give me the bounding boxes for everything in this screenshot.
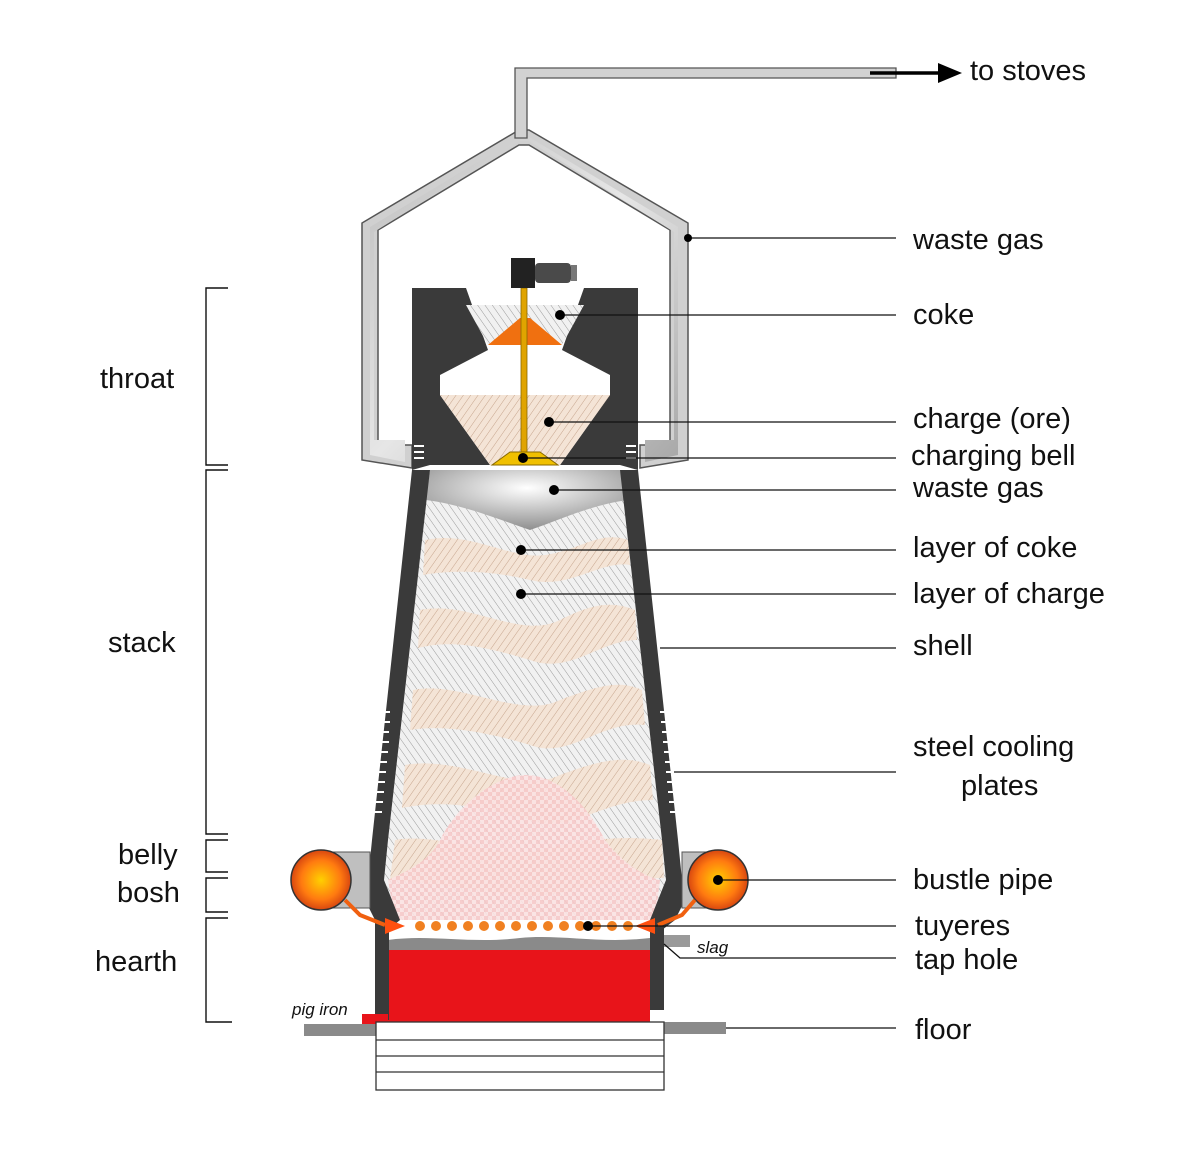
zone-throat: throat: [100, 363, 174, 395]
zone-hearth: hearth: [95, 946, 177, 978]
label-plates: plates: [961, 770, 1038, 802]
arrow-icon: [938, 63, 962, 83]
charge-layer-band: [418, 604, 637, 664]
charging-apparatus: [440, 258, 610, 466]
label-tap-hole: tap hole: [915, 944, 1018, 976]
label-pig-iron: pig iron: [291, 1000, 348, 1019]
molten-iron: [388, 950, 650, 1022]
furnace-interior: [384, 470, 666, 1022]
label-layer-of-coke: layer of coke: [913, 532, 1077, 564]
label-floor: floor: [915, 1014, 972, 1046]
outlet-label: to stoves: [970, 55, 1086, 87]
label-coke: coke: [913, 299, 974, 331]
label-tuyeres: tuyeres: [915, 910, 1010, 942]
zone-belly: belly: [118, 839, 178, 871]
tuyere-flames: [415, 921, 633, 931]
zone-bosh: bosh: [117, 877, 180, 909]
zone-braces: [205, 287, 232, 1023]
label-layer-of-charge: layer of charge: [913, 578, 1105, 610]
label-charge-ore: charge (ore): [913, 403, 1071, 435]
slag-layer: [388, 937, 650, 950]
label-waste-gas: waste gas: [912, 472, 1044, 504]
furnace-shell: [360, 288, 690, 1020]
label-slag: slag: [697, 938, 729, 957]
foundation: [304, 935, 726, 1091]
zone-stack: stack: [108, 627, 176, 659]
label-charging-bell: charging bell: [911, 440, 1075, 472]
label-shell: shell: [913, 630, 973, 662]
label-bustle-pipe: bustle pipe: [913, 864, 1053, 896]
waste-gas-pocket: [426, 470, 628, 530]
label-waste-gas-top: waste gas: [912, 224, 1044, 256]
charge-layer-band: [410, 684, 645, 749]
gas-offtake-pipe: [361, 63, 962, 469]
hot-zone: [388, 775, 660, 920]
leader-lines: [516, 234, 896, 1029]
charge-layer-band: [423, 537, 630, 583]
label-steel-cooling: steel cooling: [913, 731, 1074, 763]
motor-icon: [511, 258, 535, 288]
